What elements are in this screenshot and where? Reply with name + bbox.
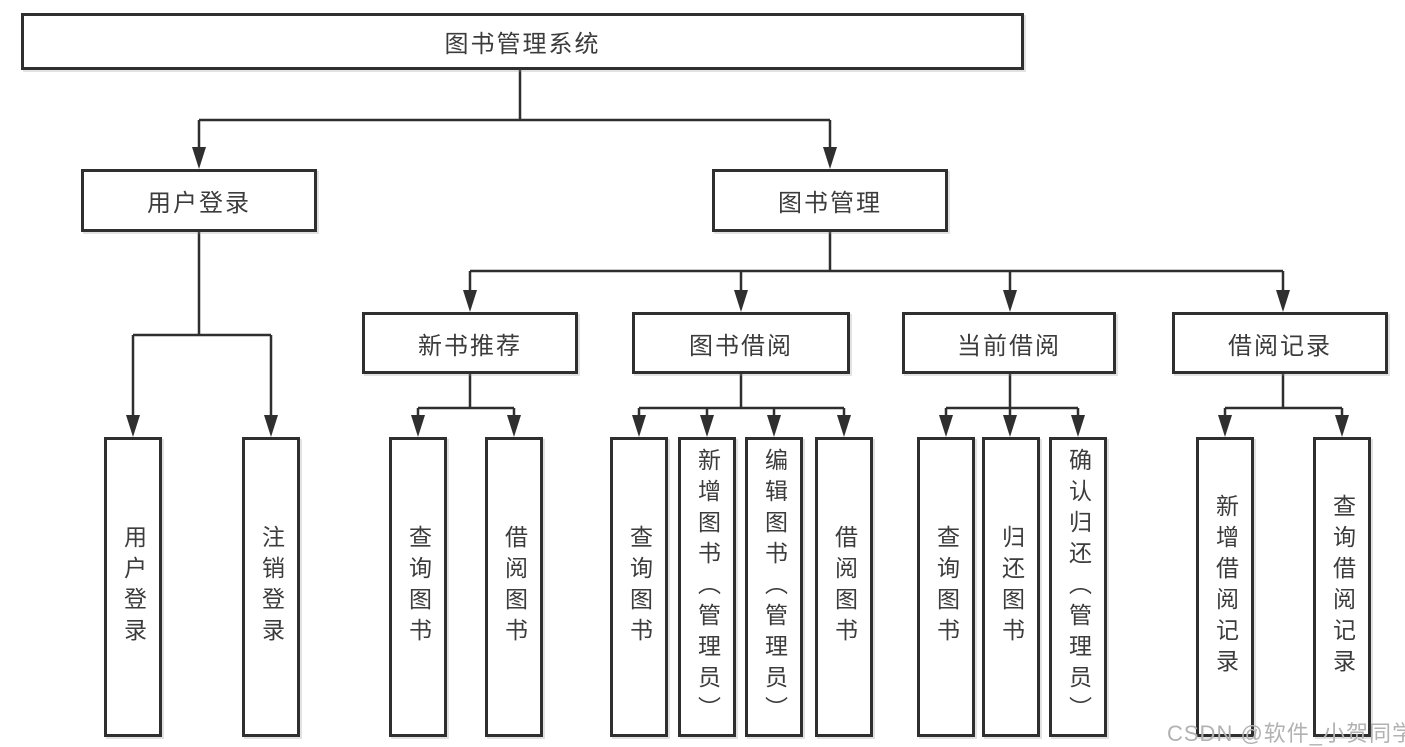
leaf-user-login: 用户登录: [104, 437, 162, 737]
leaf-borrow-query-book: 查询图书: [610, 437, 668, 737]
leaf-current-confirm-return-admin: 确认归还（管理员）: [1049, 437, 1107, 737]
csdn-watermark: CSDN @软件_小贺同学: [1167, 721, 1405, 746]
leaf-newbook-borrow-book: 借阅图书: [485, 437, 543, 737]
node-new-book-recommend: 新书推荐: [362, 312, 578, 374]
node-book-management: 图书管理: [712, 169, 948, 232]
node-root-library-system: 图书管理系统: [21, 13, 1024, 70]
leaf-borrow-borrow-book: 借阅图书: [815, 437, 873, 737]
leaf-borrow-edit-book-admin: 编辑图书（管理员）: [745, 437, 803, 737]
node-user-login: 用户登录: [81, 169, 317, 232]
leaf-record-add-record: 新增借阅记录: [1196, 437, 1254, 737]
leaf-logout: 注销登录: [242, 437, 300, 737]
leaf-borrow-add-book-admin: 新增图书（管理员）: [678, 437, 736, 737]
leaf-record-query-record: 查询借阅记录: [1313, 437, 1371, 737]
leaf-current-query-book: 查询图书: [917, 437, 975, 737]
node-current-borrow: 当前借阅: [902, 312, 1116, 374]
node-borrow-record: 借阅记录: [1172, 312, 1388, 374]
leaf-current-return-book: 归还图书: [982, 437, 1040, 737]
node-book-borrow: 图书借阅: [632, 312, 850, 374]
leaf-newbook-query-book: 查询图书: [389, 437, 447, 737]
